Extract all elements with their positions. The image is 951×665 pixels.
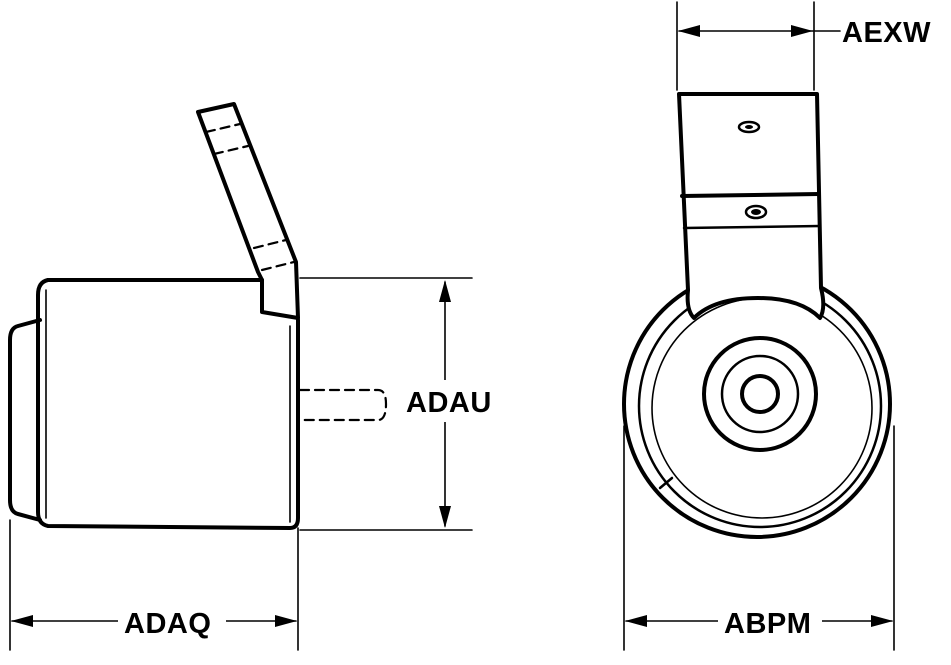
front-view-screw-top bbox=[737, 120, 761, 134]
front-view bbox=[622, 92, 892, 539]
side-view-hidden-shaft bbox=[298, 388, 388, 422]
abpm-label: ABPM bbox=[724, 608, 811, 640]
dimension-adau: ADAU bbox=[299, 277, 502, 531]
adaq-label-mask bbox=[118, 602, 226, 642]
front-view-second-ring bbox=[637, 283, 883, 529]
side-view-lever-inner-edge bbox=[199, 115, 261, 277]
side-view-lever-hidden-line-3 bbox=[252, 238, 288, 250]
side-view-lever-hidden-line-2 bbox=[212, 144, 250, 156]
aexw-arrow-left bbox=[678, 25, 700, 37]
aexw-label: AEXW bbox=[842, 17, 931, 49]
aexw-arrow-right bbox=[791, 25, 813, 37]
adaq-arrow-right bbox=[275, 615, 297, 627]
side-view-back-flange bbox=[8, 318, 42, 522]
dimension-abpm: ABPM bbox=[623, 425, 895, 651]
side-view-body bbox=[36, 278, 300, 530]
abpm-arrow-right bbox=[871, 615, 893, 627]
adau-label-mask bbox=[398, 380, 502, 422]
adau-label: ADAU bbox=[406, 387, 492, 419]
front-view-screw-top-hole bbox=[745, 125, 753, 129]
adau-arrow-top bbox=[439, 280, 451, 302]
front-view-screw-bottom-hole bbox=[751, 209, 761, 215]
front-view-screw-bottom bbox=[744, 204, 768, 220]
dimension-adaq: ADAQ bbox=[9, 519, 299, 651]
abpm-label-mask bbox=[718, 602, 822, 642]
side-view-lever bbox=[196, 102, 300, 320]
adaq-arrow-left bbox=[11, 615, 33, 627]
front-view-bracket-band-bottom bbox=[682, 224, 822, 230]
abpm-arrow-left bbox=[625, 615, 647, 627]
front-view-hub-middle bbox=[720, 354, 800, 434]
front-view-ring-mark bbox=[658, 476, 674, 490]
side-view bbox=[8, 102, 388, 530]
side-view-lever-hidden-line-4 bbox=[260, 260, 296, 272]
front-view-hub-outer bbox=[702, 336, 818, 452]
front-view-outer-ring bbox=[622, 269, 892, 539]
adau-arrow-bottom bbox=[439, 506, 451, 528]
front-view-bracket-band-top bbox=[680, 192, 821, 198]
adaq-label: ADAQ bbox=[124, 608, 211, 640]
dimension-aexw: AEXW bbox=[676, 1, 931, 91]
side-view-lever-hidden-line-1 bbox=[204, 122, 242, 134]
front-view-shaft bbox=[740, 374, 780, 414]
front-view-third-ring bbox=[651, 297, 873, 519]
